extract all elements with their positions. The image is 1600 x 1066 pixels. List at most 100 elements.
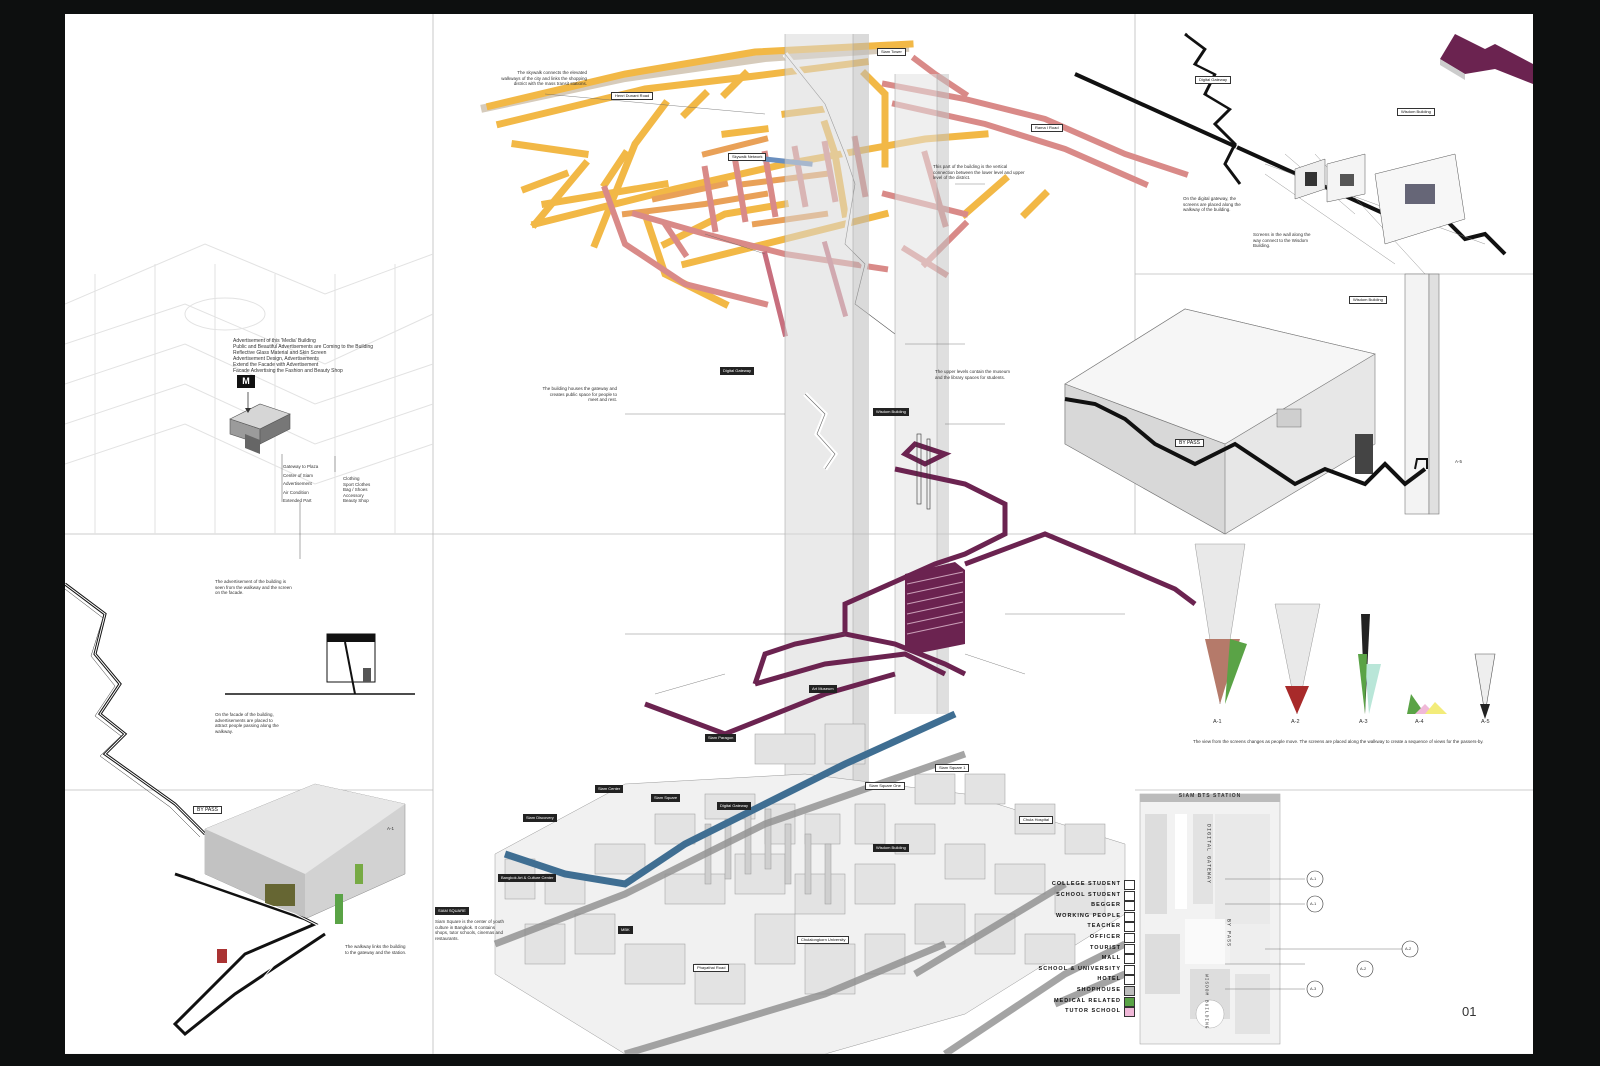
tag-wisdom-p3: Wisdom Building — [1397, 108, 1435, 116]
view-wedges — [1194, 543, 1496, 719]
panel3-annotation: On the digital gateway, the screens are … — [1183, 196, 1241, 213]
purple-tower — [905, 562, 965, 654]
tag-skywalk: Skywalk Network — [728, 153, 767, 161]
legend-row: COLLEGE STUDENT — [1035, 880, 1135, 890]
panel1-line: Advertisement Design, Advertisements — [233, 356, 319, 362]
use-right-item: Bag / Shoes — [343, 487, 368, 493]
legend-row: HOTEL — [1035, 975, 1135, 986]
legend-label: WORKING PEOPLE — [1055, 912, 1121, 919]
tag-henri-road: Henri Dunant Road — [611, 92, 654, 100]
panel1-uses-right: Clothing Sport Clothes Bag / Shoes Acces… — [343, 476, 403, 504]
panel1-paragraph: Advertisement of this 'Media' Building P… — [233, 338, 393, 374]
legend-label: BEGGER — [1091, 902, 1121, 909]
wedge-label-a2: A-2 — [1291, 719, 1300, 725]
legend-row: OFFICER — [1035, 933, 1135, 943]
block-title: SIAM SQUARE — [435, 907, 469, 915]
legend-swatch — [1124, 880, 1135, 890]
legend-label: TEACHER — [1087, 923, 1121, 930]
media-building-model — [229, 392, 291, 454]
station-plan — [1139, 793, 1405, 1045]
legend-swatch — [1124, 996, 1135, 1007]
legend-row: SCHOOL STUDENT — [1035, 890, 1135, 901]
city-blocks — [494, 723, 1126, 1054]
tag-wisdom-building: Wisdom Building — [873, 408, 909, 416]
station-markers — [1306, 870, 1419, 998]
tag-phayathai: Phayathai Road — [693, 964, 730, 972]
purple-corner — [1440, 34, 1533, 84]
left-building — [225, 633, 415, 695]
media-logo: M — [237, 375, 255, 388]
panel7-annotation: The advertisement of the building is see… — [215, 579, 292, 596]
tag-digital-gateway: Digital Gateway — [720, 367, 755, 375]
legend-swatch — [1124, 964, 1135, 975]
tag-gateway-p3: Digital Gateway — [1195, 76, 1232, 84]
use-item: Air Condition — [283, 489, 309, 495]
background-street-map — [65, 243, 434, 534]
wedge-label-a5: A-5 — [1481, 719, 1490, 725]
panel1-line: Public and Beautiful Advertisements are … — [233, 344, 374, 350]
legend-label: MALL — [1101, 955, 1121, 962]
use-item: Extended Part — [283, 498, 312, 504]
tag-art-museum: Art Museum — [809, 685, 837, 693]
tag-siam-square: Siam Square — [651, 794, 681, 802]
tag-siam-square-one: Siam Square One — [865, 782, 905, 790]
tag-rama-road: Rama I Road — [1031, 124, 1063, 132]
block-text: Siam Square is the center of youth cultu… — [435, 919, 505, 941]
tag-siam-tower: Siam Tower — [877, 48, 906, 56]
marker-a5: A-5 — [1455, 459, 1463, 464]
tag-bypass-p4: BY PASS — [1175, 439, 1204, 447]
legend-swatch — [1124, 890, 1135, 901]
presentation-sheet: Advertisement of this 'Media' Building P… — [65, 14, 1533, 1054]
legend-label: COLLEGE STUDENT — [1051, 881, 1121, 887]
station-marker: A-1 — [1310, 901, 1317, 906]
station-marker: A-3 — [1310, 986, 1317, 991]
leader-lines — [544, 93, 1125, 695]
gateway-screens — [1294, 153, 1466, 245]
left-box — [172, 783, 406, 1037]
panel3-callout: Screens in the wall along the way connec… — [1253, 232, 1311, 249]
panel1-line: Facade Advertising the Fashion and Beaut… — [233, 368, 343, 374]
vertical-columns — [785, 34, 949, 814]
panel1-uses: Gateway to Plaza Center of Siam Advertis… — [283, 464, 343, 504]
sheet-drawing — [65, 14, 1533, 1054]
legend-label: OFFICER — [1089, 934, 1121, 940]
legend-row: TEACHER — [1035, 922, 1135, 933]
legend-label: SCHOOL & UNIVERSITY — [1038, 965, 1121, 972]
legend-swatch — [1124, 954, 1135, 965]
purple-pinhole — [916, 433, 931, 510]
panel1-line: Reflective Glass Material and Skin Scree… — [233, 350, 327, 356]
tag-chula: Chulalongkorn University — [797, 936, 850, 944]
legend-row: TOURIST — [1035, 943, 1135, 954]
use-item: Center of Siam — [283, 472, 314, 478]
legend-swatch — [1124, 986, 1135, 996]
legend-swatch — [1124, 901, 1135, 912]
left-walkway — [65, 582, 207, 838]
panel1-line: Advertisement of this 'Media' Building — [233, 338, 316, 344]
legend-label: TUTOR SCHOOL — [1065, 1008, 1121, 1015]
legend-label: TOURIST — [1089, 944, 1121, 951]
panel1-leaders — [281, 454, 336, 559]
tag-wisdom-p4: Wisdom Building — [1349, 296, 1387, 304]
annotation-2: This part of the building is the vertica… — [933, 164, 1025, 181]
annotation-3: The building houses the gateway and crea… — [542, 386, 617, 403]
tag-digital-gateway-2: Digital Gateway — [717, 802, 752, 810]
annotation-4: The upper levels contain the museum and … — [935, 369, 1011, 380]
station-title: SIAM BTS STATION — [1178, 793, 1242, 799]
marker-a1-p7: A-1 — [387, 826, 395, 831]
wedge-label-a1: A-1 — [1213, 719, 1222, 725]
station-marker: A-2 — [1405, 946, 1412, 951]
legend-swatch — [1124, 922, 1135, 933]
legend-swatch — [1124, 975, 1135, 986]
panel1-line: Extend the Facade with Advertisement — [233, 362, 319, 368]
legend-swatch — [1124, 1007, 1135, 1018]
station-marker: A-1 — [1310, 876, 1317, 881]
station-label-wisdom: WISDOM BUILDING — [1203, 974, 1209, 1030]
page-number: 01 — [1462, 1004, 1477, 1019]
legend-row: SCHOOL & UNIVERSITY — [1035, 964, 1135, 975]
legend-row: BEGGER — [1035, 901, 1135, 912]
panel7-lower-text: The walkway links the building to the ga… — [345, 944, 407, 955]
wedge-label-a3: A-3 — [1359, 719, 1368, 725]
panel5-caption: The view from the screens changes as peo… — [1193, 739, 1484, 744]
tag-siam-discovery: Siam Discovery — [523, 814, 557, 822]
